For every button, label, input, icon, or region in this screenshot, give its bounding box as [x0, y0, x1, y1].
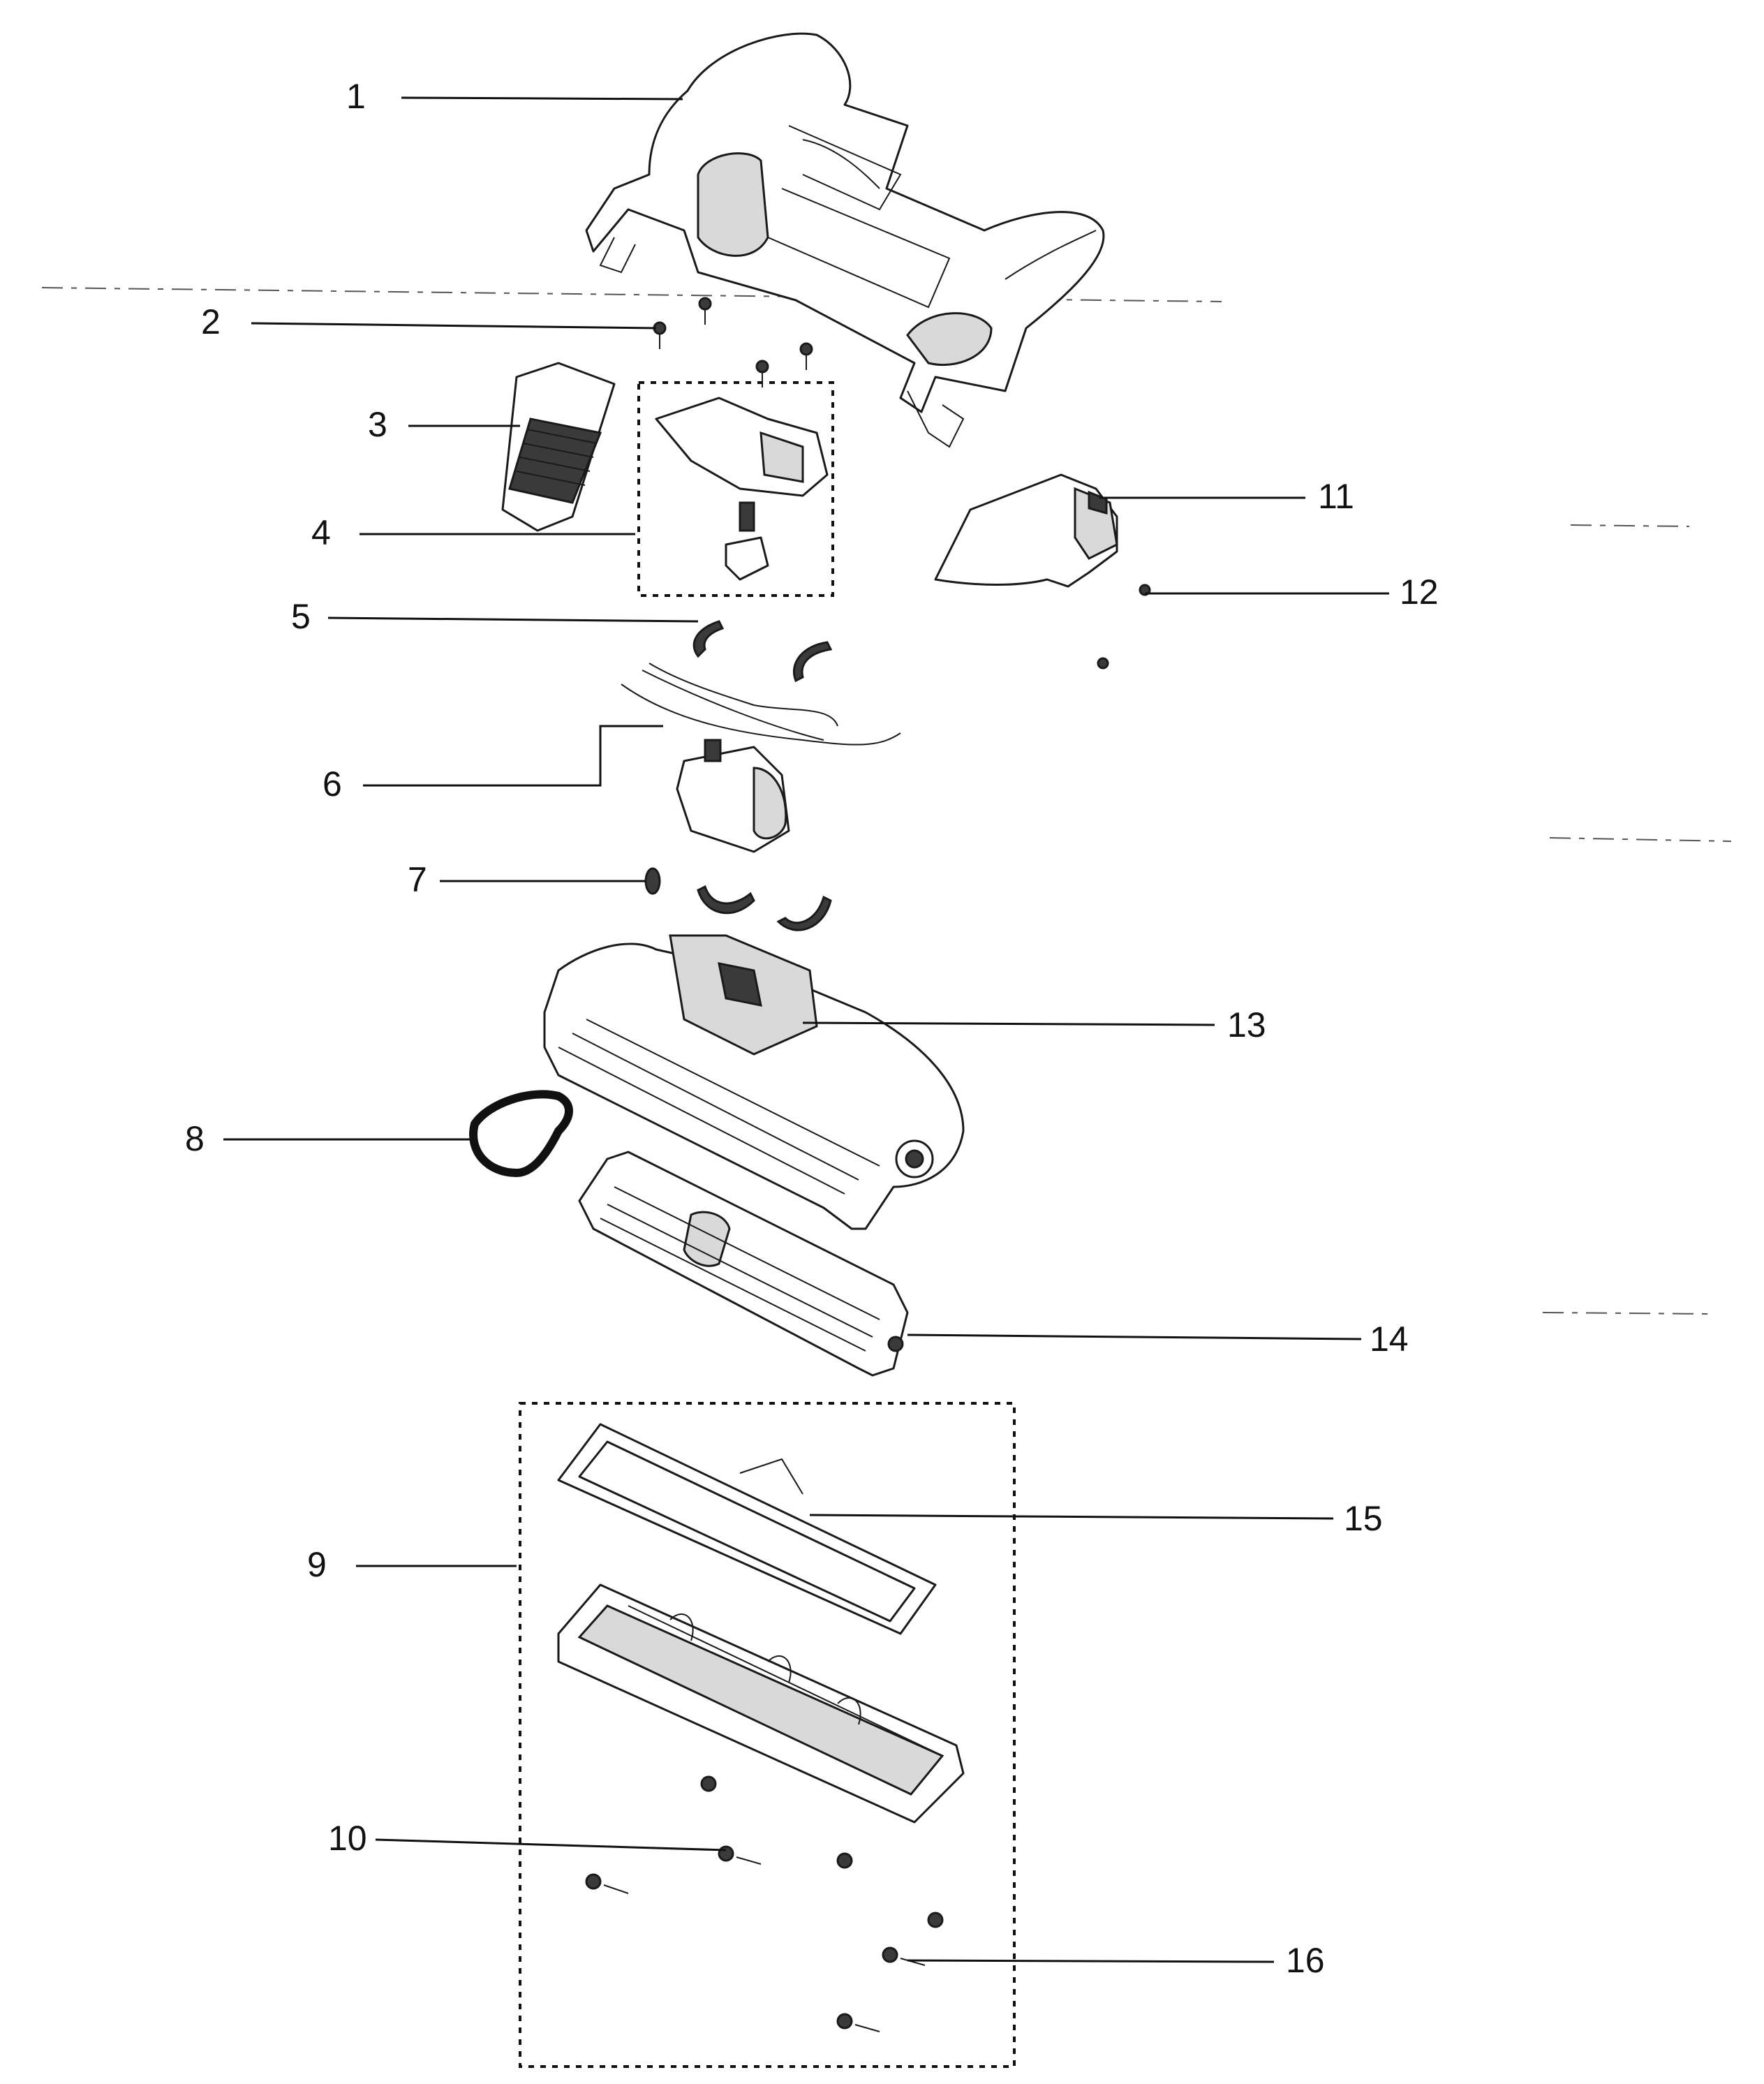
part-6-motor-and-wiring — [600, 663, 901, 853]
callout-14: 14 — [1370, 1320, 1409, 1359]
callout-4: 4 — [311, 513, 331, 552]
part-3-hose — [501, 362, 616, 532]
part-15-seal-frame — [557, 1423, 937, 1635]
callout-3: 3 — [368, 405, 387, 444]
callout-2: 2 — [201, 302, 221, 341]
part-11-side-cover — [934, 473, 1118, 588]
callout-13: 13 — [1227, 1005, 1266, 1044]
part-1-main-housing — [585, 32, 1105, 448]
callout-5: 5 — [291, 597, 311, 636]
callout-15: 15 — [1344, 1499, 1383, 1538]
part-13-cleaner-head — [543, 934, 965, 1230]
part-2-screws — [653, 297, 813, 387]
callout-labels: 1 2 3 4 5 6 7 8 9 10 11 12 13 14 15 16 — [185, 77, 1439, 1980]
callout-9: 9 — [307, 1545, 327, 1584]
part-9-sole-plate-assembly — [519, 1402, 1016, 2068]
callout-7: 7 — [408, 860, 427, 899]
part-12-screws — [1097, 584, 1151, 670]
callout-10: 10 — [328, 1819, 367, 1858]
callout-8: 8 — [185, 1119, 205, 1158]
callout-12: 12 — [1400, 572, 1439, 612]
sole-plate — [557, 1583, 965, 1824]
part-10-and-16-fasteners — [585, 1775, 944, 2032]
part-8-belt — [469, 1090, 573, 1178]
callout-6: 6 — [323, 764, 342, 804]
callout-11: 11 — [1318, 477, 1354, 516]
part-5-clips — [692, 620, 833, 683]
callout-16: 16 — [1286, 1941, 1325, 1980]
leader-lines — [223, 96, 1389, 1963]
part-4-latch-assembly — [637, 381, 834, 597]
part-7-brackets — [644, 867, 832, 931]
callout-1: 1 — [346, 77, 366, 116]
part-14-brush-bar — [578, 1151, 909, 1377]
